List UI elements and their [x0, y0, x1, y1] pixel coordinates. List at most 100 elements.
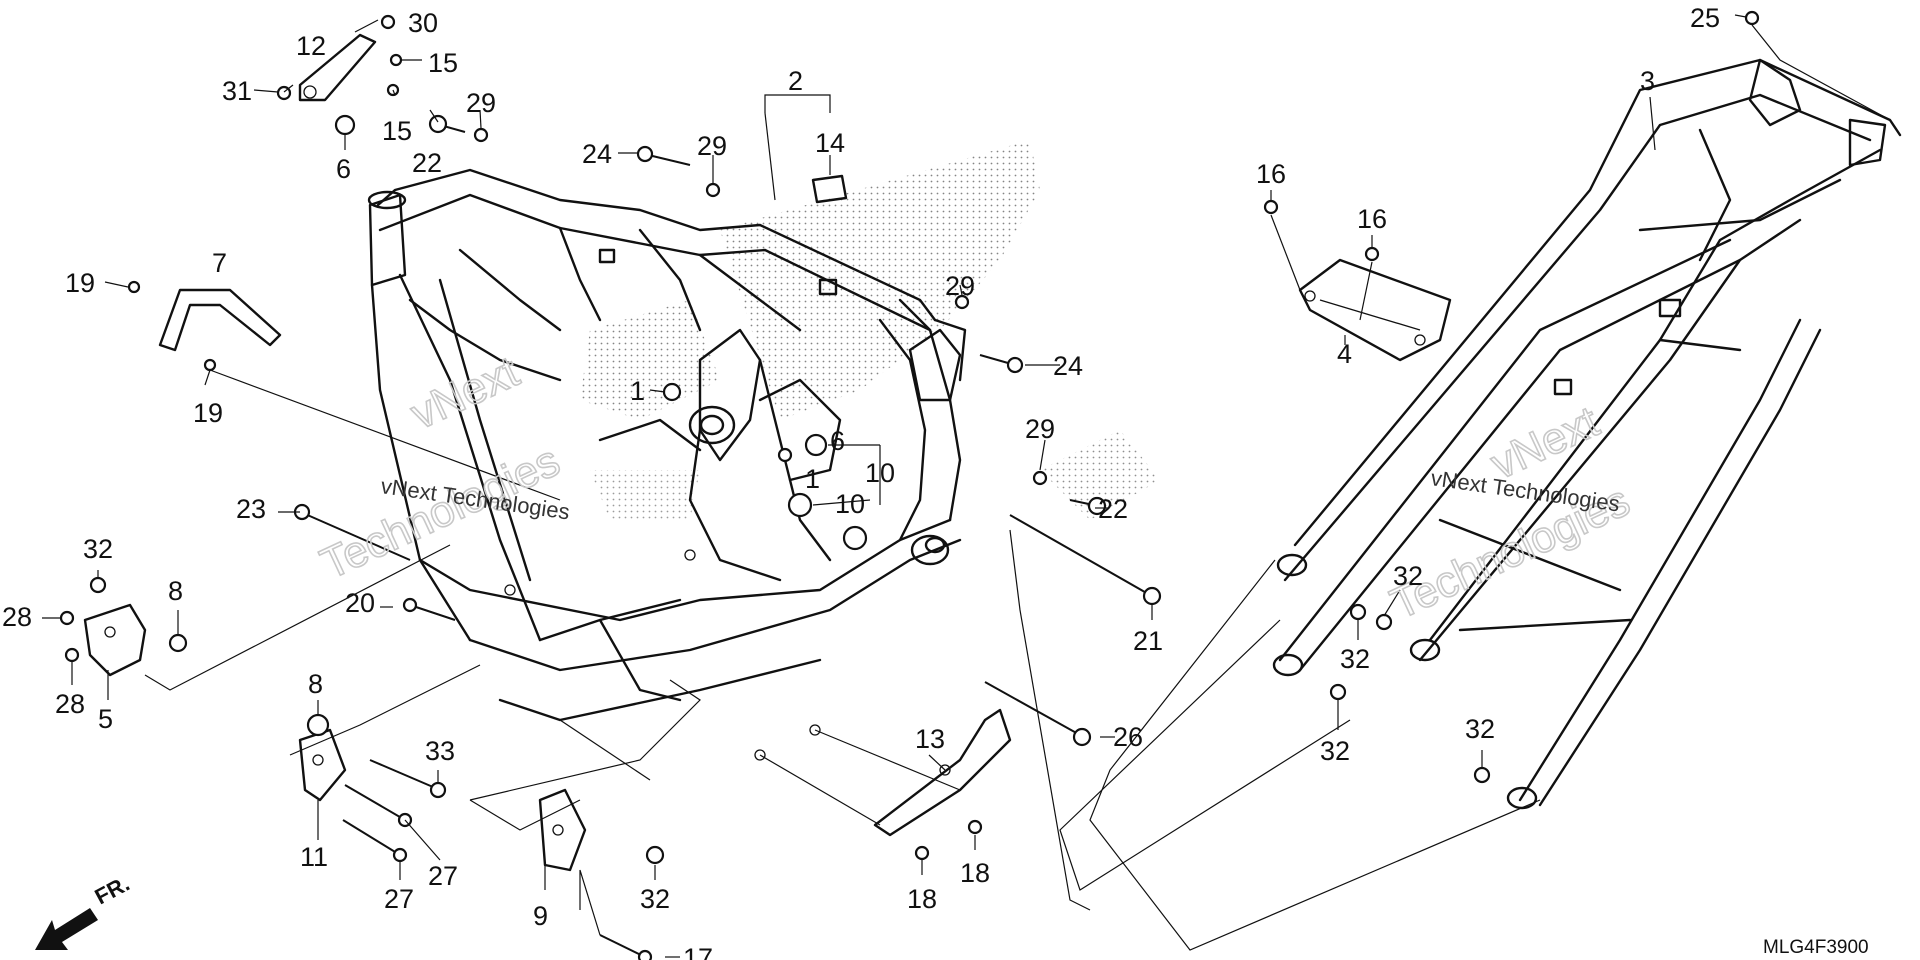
bolt-21: [1009, 514, 1162, 606]
collar-10a: [787, 492, 813, 518]
bolt-20: [402, 597, 456, 621]
diagram-code: MLG4F3900: [1763, 937, 1869, 958]
callout-12: 12: [296, 31, 326, 61]
callout-22a: 22: [412, 148, 442, 178]
bolt-26: [984, 681, 1092, 747]
collar-1b: [777, 447, 793, 463]
bolt-25: [1744, 10, 1760, 26]
callout-16a: 16: [1256, 159, 1286, 189]
bolt-24b: [979, 354, 1024, 374]
callout-9: 9: [533, 901, 548, 931]
watermarks: vNext Technologies vNext Technologies vN…: [313, 346, 1638, 630]
bracket-part-7: [158, 288, 282, 352]
front-arrow-label: FR.: [91, 871, 134, 910]
callout-32e: 32: [1320, 736, 1350, 766]
callout-19a: 19: [65, 268, 95, 298]
callout-14: 14: [815, 128, 845, 158]
callout-29a: 29: [466, 88, 496, 118]
bolt-22b: [1069, 496, 1107, 516]
callout-29b: 29: [697, 131, 727, 161]
callout-28b: 28: [55, 689, 85, 719]
callout-11: 11: [300, 842, 328, 872]
callout-13: 13: [915, 724, 945, 754]
front-direction-indicator: FR.: [35, 871, 134, 950]
callout-32d: 32: [1340, 644, 1370, 674]
nut-30: [380, 14, 396, 30]
callout-25: 25: [1690, 3, 1720, 33]
callout-27b: 27: [384, 884, 414, 914]
bolt-19b: [203, 358, 217, 372]
callout-15b: 15: [382, 116, 412, 146]
callout-6a: 6: [336, 154, 351, 184]
front-arrow-icon: [35, 908, 98, 950]
callout-8a: 8: [168, 576, 183, 606]
nut-32a: [89, 576, 107, 594]
washer-29c: [954, 294, 970, 310]
collar-6b: [804, 433, 828, 457]
washer-29a: [473, 127, 489, 143]
callout-32c: 32: [1393, 561, 1423, 591]
callout-29c: 29: [945, 271, 975, 301]
callout-24a: 24: [582, 139, 612, 169]
washer-29b: [705, 182, 721, 198]
callout-5: 5: [98, 704, 113, 734]
callout-15a: 15: [428, 48, 458, 78]
callout-10b: 10: [835, 489, 865, 519]
rear-subframe-part-3: [1272, 58, 1902, 810]
nut-32e: [1329, 683, 1347, 701]
main-frame-part-2: [367, 168, 967, 761]
bracket-part-13: [873, 708, 1012, 837]
callout-18b: 18: [907, 884, 937, 914]
callout-22b: 22: [1098, 494, 1128, 524]
bolt-16a: [1263, 199, 1279, 215]
bolt-16b: [1364, 246, 1380, 262]
callout-2: 2: [788, 66, 803, 96]
callout-24b: 24: [1053, 351, 1083, 381]
callout-27a: 27: [428, 861, 458, 891]
bolt-18b: [914, 845, 930, 861]
nut-32b: [645, 845, 665, 865]
callout-32f: 32: [1465, 714, 1495, 744]
nut-32d: [1375, 613, 1393, 631]
callout-19b: 19: [193, 398, 223, 428]
bolt-18a: [967, 819, 983, 835]
emblem-part-14: [811, 174, 848, 204]
collar-8b: [306, 713, 330, 737]
bolt-27a: [344, 784, 413, 828]
callout-labels: 2 14 30 12 15 15 31 6 29 22 24 29 7 19 1…: [2, 3, 1720, 960]
callout-8b: 8: [308, 669, 323, 699]
callout-3: 3: [1640, 66, 1655, 96]
callout-4: 4: [1337, 339, 1352, 369]
bolt-17: [599, 934, 653, 960]
bolt-24a: [636, 145, 691, 166]
collar-6a: [334, 114, 356, 136]
bolt-15a: [389, 53, 403, 67]
callout-18a: 18: [960, 858, 990, 888]
callout-32b: 32: [640, 884, 670, 914]
callout-1b: 1: [805, 464, 820, 494]
bolt-22a: [428, 114, 466, 134]
leader-lines: [42, 14, 1891, 958]
collar-8a: [168, 633, 188, 653]
bracket-part-12: [298, 33, 377, 102]
callout-21: 21: [1133, 626, 1163, 656]
collar-10b: [842, 525, 868, 551]
bolt-19a: [127, 280, 141, 294]
bracket-part-5: [83, 603, 147, 677]
callout-32a: 32: [83, 534, 113, 564]
bracket-part-4: [1298, 258, 1452, 362]
nut-28a: [59, 610, 75, 626]
nut-28b: [64, 647, 80, 663]
nut-32f: [1473, 766, 1491, 784]
callout-7: 7: [212, 248, 227, 278]
bolt-27b: [342, 819, 408, 863]
washer-29d: [1032, 470, 1048, 486]
callout-6b: 6: [830, 426, 845, 456]
callout-10a: 10: [865, 458, 895, 488]
callout-33: 33: [425, 736, 455, 766]
callout-26: 26: [1113, 722, 1143, 752]
callout-29d: 29: [1025, 414, 1055, 444]
callout-16b: 16: [1357, 204, 1387, 234]
callout-1a: 1: [630, 376, 645, 406]
